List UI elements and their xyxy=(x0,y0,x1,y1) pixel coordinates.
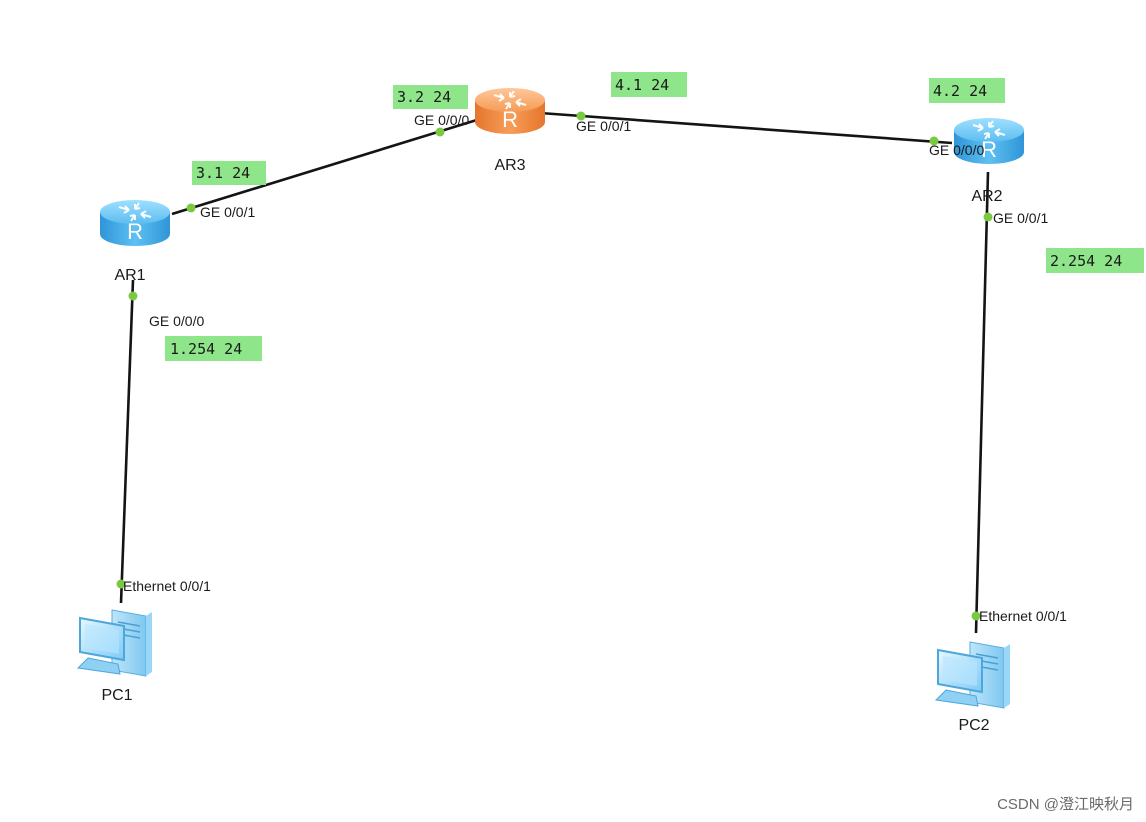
link-ar1-pc1[interactable] xyxy=(119,279,135,604)
port-label-ar2-ge000: GE 0/0/0 xyxy=(929,142,984,158)
ip-text-ar3-right: 4.1 24 xyxy=(615,76,669,94)
pc-icon xyxy=(77,609,153,677)
link-ar3-ar2[interactable] xyxy=(539,111,953,145)
link-ar1-ar3[interactable] xyxy=(171,117,481,216)
ip-label-ar2-down: 2.254 24 xyxy=(1046,248,1144,273)
ar3-ge000-dot[interactable] xyxy=(435,127,445,137)
ip-text-ar2-down: 2.254 24 xyxy=(1050,252,1122,270)
ip-labels: 3.1 24 1.254 24 3.2 24 4.1 24 4.2 24 2.2… xyxy=(165,72,1144,361)
port-label-ar1-ge001: GE 0/0/1 xyxy=(200,204,255,220)
router-ar1[interactable]: AR1 xyxy=(99,199,171,284)
port-label-ar3-ge000: GE 0/0/0 xyxy=(414,112,469,128)
router-icon xyxy=(99,199,171,247)
port-label-ar2-ge001: GE 0/0/1 xyxy=(993,210,1048,226)
pc-pc1[interactable]: PC1 xyxy=(77,609,153,704)
ip-text-ar1-down: 1.254 24 xyxy=(170,340,242,358)
ip-label-ar3-left: 3.2 24 xyxy=(393,85,468,109)
ar2-ge001-dot[interactable] xyxy=(983,212,993,222)
ip-text-ar2-left: 4.2 24 xyxy=(933,82,987,100)
links xyxy=(119,111,990,634)
ar3-ge001-dot[interactable] xyxy=(576,111,586,121)
link-ar2-pc2[interactable] xyxy=(974,171,990,634)
ar1-ge001-dot[interactable] xyxy=(186,203,196,213)
ip-label-ar3-right: 4.1 24 xyxy=(611,72,687,97)
pc2-eth-dot[interactable] xyxy=(971,611,981,621)
ip-text-ar1-up: 3.1 24 xyxy=(196,164,250,182)
device-label-ar3: AR3 xyxy=(494,157,525,174)
pc-pc2[interactable]: PC2 xyxy=(935,641,1011,734)
ar1-ge000-dot[interactable] xyxy=(128,291,138,301)
device-label-ar2: AR2 xyxy=(971,188,1002,205)
port-label-ar3-ge001: GE 0/0/1 xyxy=(576,118,631,134)
pc-icon xyxy=(935,641,1011,709)
watermark: CSDN @澄江映秋月 xyxy=(997,796,1134,813)
device-label-pc2: PC2 xyxy=(958,717,989,734)
pc1-eth-dot[interactable] xyxy=(116,579,126,589)
device-label-pc1: PC1 xyxy=(101,687,132,704)
ip-label-ar2-left: 4.2 24 xyxy=(929,78,1005,103)
port-labels: GE 0/0/1 GE 0/0/0 GE 0/0/0 GE 0/0/1 GE 0… xyxy=(123,112,1067,624)
port-label-pc2-eth: Ethernet 0/0/1 xyxy=(979,608,1067,624)
ip-text-ar3-left: 3.2 24 xyxy=(397,88,451,106)
router-ar3[interactable]: AR3 xyxy=(474,87,546,174)
router-icon xyxy=(474,87,546,135)
port-label-pc1-eth: Ethernet 0/0/1 xyxy=(123,578,211,594)
router-ar2[interactable]: AR2 xyxy=(953,117,1025,205)
port-label-ar1-ge000: GE 0/0/0 xyxy=(149,313,204,329)
device-label-ar1: AR1 xyxy=(114,267,145,284)
ip-label-ar1-down: 1.254 24 xyxy=(165,336,262,361)
port-dots xyxy=(116,111,993,621)
ar2-ge000-dot[interactable] xyxy=(929,136,939,146)
ip-label-ar1-up: 3.1 24 xyxy=(192,161,266,185)
